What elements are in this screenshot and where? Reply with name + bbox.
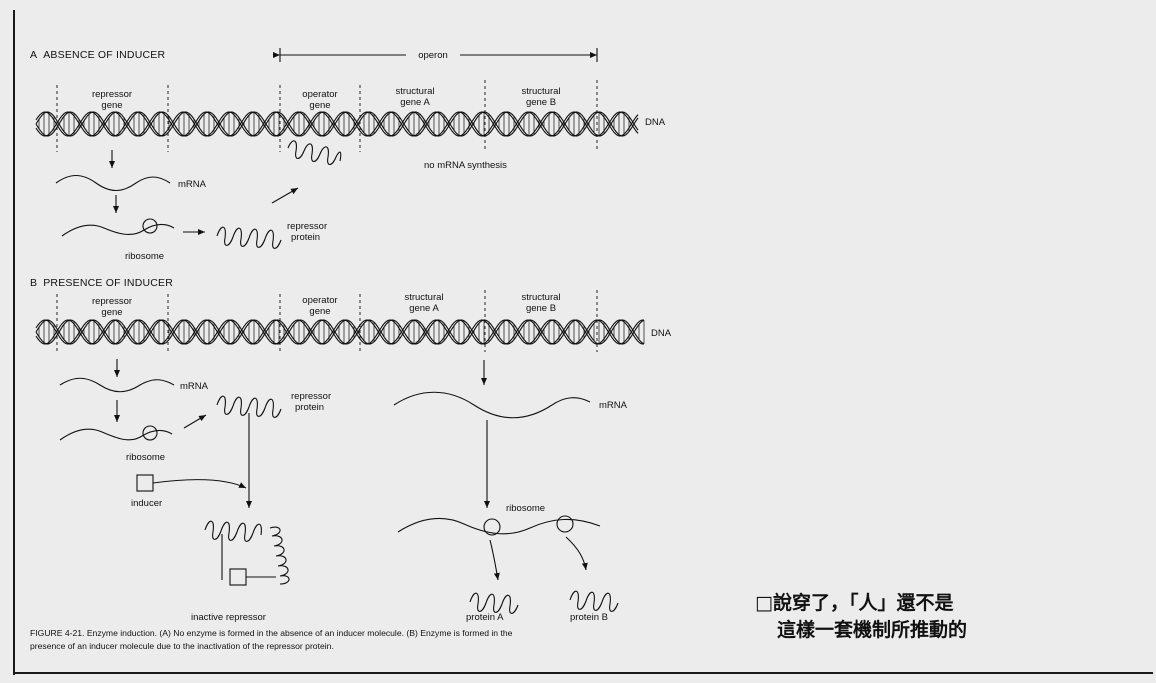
annotation-line-2: 這樣一套機制所推動的 [777,618,967,641]
b-arrow-to-repressor [184,415,206,428]
a-ribosome [143,219,157,233]
inactive-repressor-complex [205,521,289,585]
b-ribosome-label: ribosome [126,452,165,463]
arrow-to-protein-b [566,537,586,570]
a-repressor-protein [217,227,281,248]
b-mrna-label: mRNA [180,381,209,392]
b-ribosome [143,426,157,440]
a-ribosome-label: ribosome [125,251,164,262]
b-ribosome-label-structural: ribosome [506,503,545,514]
dna-helix-b [36,320,644,344]
b-ribosome-2 [557,516,573,532]
protein-a [470,593,518,613]
protein-b [570,591,618,611]
a-arrow-to-operator [272,188,298,203]
dna-label-a: DNA [645,117,666,128]
operon-label: operon [418,50,448,61]
repressor-on-operator [288,141,341,165]
b-mrna-strand [60,378,174,392]
inducer-label: inducer [131,498,162,509]
annotation-line-1: □說穿了，「人」還不是 [755,591,953,614]
b-structural-mrna-label: mRNA [599,400,628,411]
dna-helix-a [36,112,638,136]
protein-b-label: protein B [570,612,608,623]
arrow-to-protein-a [490,540,498,580]
inducer-molecule [137,475,153,491]
inactive-repressor-label: inactive repressor [191,612,266,623]
b-structural-mrna [394,392,590,418]
protein-a-label: protein A [466,612,504,623]
figure-caption-line1: FIGURE 4-21. Enzyme induction. (A) No en… [30,628,513,638]
a-mrna-label: mRNA [178,179,207,190]
arrow-inducer-to-repressor [153,480,246,488]
dna-label-b: DNA [651,328,672,339]
figure-caption-line2: presence of an inducer molecule due to t… [30,641,334,651]
a-mrna-strand [56,176,170,191]
no-mrna-synthesis-label: no mRNA synthesis [424,160,507,171]
